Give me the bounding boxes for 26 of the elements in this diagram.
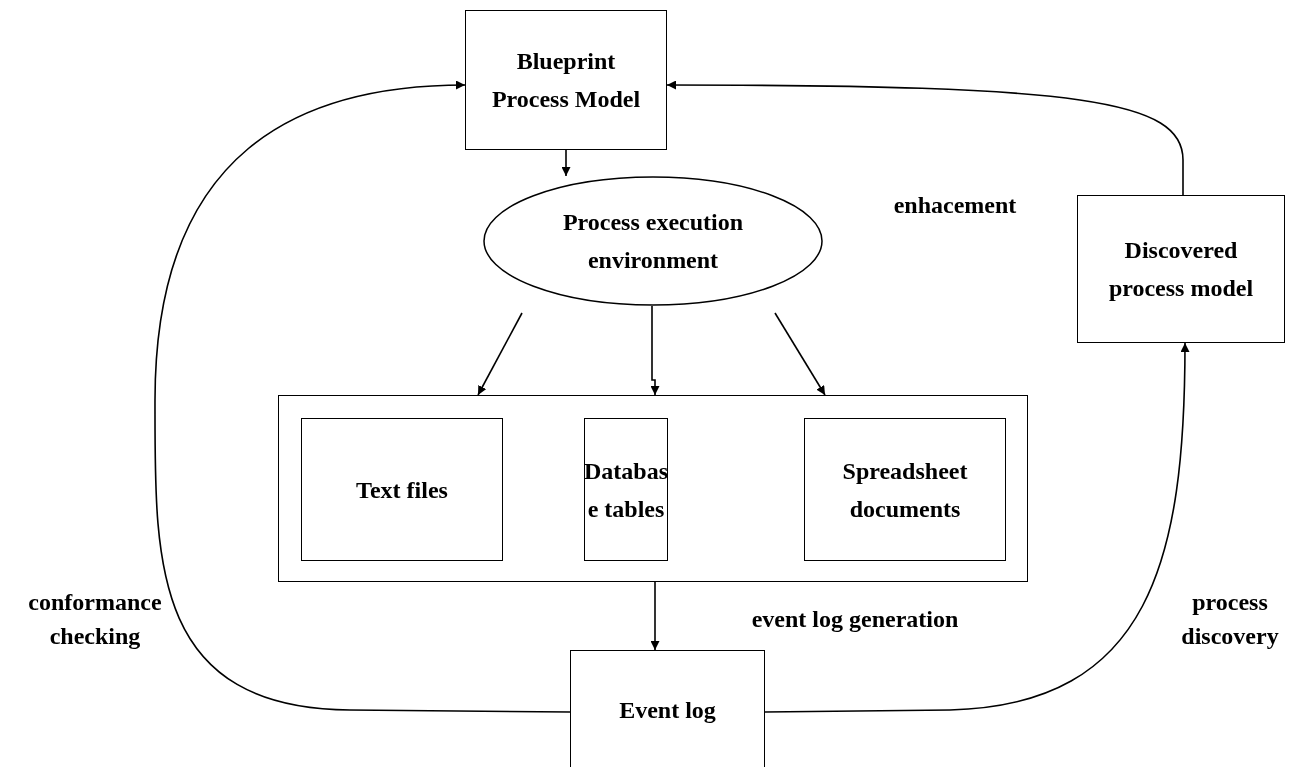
node-label: Text files [355,475,449,505]
process-box [301,418,503,561]
node-label: Blueprint Process Model [490,47,642,114]
process-box [804,418,1006,561]
arrow [650,581,660,651]
arrow [561,149,571,177]
edge-label: process discovery [1180,588,1280,651]
node-label: Databas e tables [584,456,668,524]
arrow [774,312,826,396]
arrow [154,80,571,713]
edge-label: event log generation [750,605,960,634]
arrow [764,342,1190,713]
edge-label: conformance checking [27,588,163,651]
process-box [465,10,667,150]
node-label: Event log [618,696,717,725]
container-box [278,395,1028,582]
node-label: Process execution environment [561,208,745,275]
process-box [1077,195,1285,343]
arrow [666,80,1184,196]
process-box [584,418,668,561]
node-label: Discovered process model [1107,236,1255,303]
edge-label: enhacement [892,191,1018,220]
node-label: Spreadsheet documents [841,456,969,524]
arrow [477,312,523,396]
arrow [650,305,660,396]
process-box [570,650,765,767]
